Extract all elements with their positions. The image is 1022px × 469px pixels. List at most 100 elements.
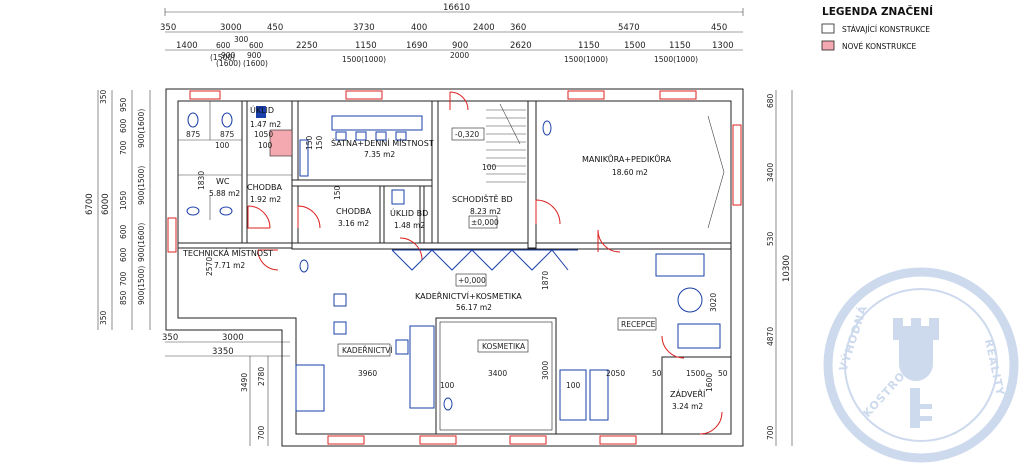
- level-mark: ±0,000: [471, 218, 499, 227]
- dim-label: 450: [267, 23, 283, 33]
- counter-icon: [409, 325, 435, 409]
- dim-label: 450: [711, 23, 727, 33]
- room-label: ŠATNA+DENNÍ MÍSTNOST: [331, 137, 434, 148]
- dim-label: 900(1500): [137, 166, 146, 205]
- dim-label: 700: [119, 140, 128, 155]
- dim-label: 2000: [450, 51, 469, 60]
- dim-label: 850: [119, 290, 128, 305]
- label-kosmetika: KOSMETIKA: [482, 342, 526, 351]
- doors: [247, 91, 723, 435]
- cleaning-sink-icon: [256, 106, 266, 118]
- dim-label: 2780: [257, 367, 266, 386]
- dim-label: (1600): [216, 59, 241, 68]
- legend-item-existing: STÁVAJÍCÍ KONSTRUKCE: [842, 25, 930, 34]
- dim-label: 5470: [618, 23, 640, 33]
- dim-label: 600: [119, 118, 128, 133]
- dim-label: 100: [440, 381, 455, 390]
- room-area: 1.48 m2: [394, 221, 425, 230]
- building-walls: [165, 88, 744, 447]
- dim-label: 50: [652, 369, 662, 378]
- dim-label: 600: [216, 41, 231, 50]
- legend: LEGENDA ZNAČENÍ STÁVAJÍCÍ KONSTRUKCE NOV…: [821, 5, 933, 51]
- chair-icon: [355, 131, 367, 141]
- room-label: CHODBA: [336, 207, 372, 216]
- dim-label: 3000: [220, 23, 242, 33]
- legend-swatch-existing: [821, 23, 835, 34]
- salon-chair-icon: [395, 339, 409, 355]
- dim-label: 1500(1000): [564, 55, 608, 64]
- room-area: 18.60 m2: [612, 168, 648, 177]
- room-labels: ÚKLID 1.47 m2 ŠATNA+DENNÍ MÍSTNOST 7.35 …: [182, 104, 706, 411]
- room-label: ÚKLID: [250, 104, 274, 115]
- cleaning-sink-icon: [391, 189, 405, 205]
- fixtures: [186, 103, 725, 421]
- room-area: 7.71 m2: [214, 261, 245, 270]
- room-area: 1.47 m2: [250, 120, 281, 129]
- dim-label: 400: [411, 23, 427, 33]
- dim-label: (1600): [243, 59, 268, 68]
- dim-label: 3490: [240, 373, 249, 392]
- bottom-left-dimensions: 350 3000 3350 3490 2780 700: [162, 333, 290, 446]
- room-area: 1.92 m2: [250, 195, 281, 204]
- dim-label: 150: [305, 135, 314, 150]
- room-label: SCHODIŠTĚ BD: [452, 193, 513, 204]
- dim-label: 3400: [488, 369, 507, 378]
- right-dimensions: 680 3400 530 4870 10300 700: [766, 90, 793, 446]
- dim-label: 3000: [222, 333, 244, 343]
- dim-label: 300: [234, 35, 249, 44]
- dim-label: 1150: [578, 41, 600, 51]
- level-mark: -0,320: [455, 130, 479, 139]
- dim-label: 1050: [254, 130, 273, 139]
- chair-icon: [375, 131, 387, 141]
- dim-label: 1300: [712, 41, 734, 51]
- sink-icon: [443, 397, 453, 411]
- room-label: CHODBA: [247, 183, 283, 192]
- dim-row1: 350 3000 450 3730 400 2400 360 5470 450: [160, 23, 727, 33]
- room-label: TECHNICKÁ MÍSTNOST: [182, 247, 273, 258]
- dim-label: (1500): [210, 53, 235, 62]
- legend-item-new: NOVÉ KONSTRUKCE: [842, 42, 916, 51]
- room-label: KADEŘNICTVÍ+KOSMETIKA: [415, 290, 522, 301]
- dim-label: 2620: [510, 41, 532, 51]
- dim-label: 680: [766, 93, 775, 108]
- room-label: WC: [216, 177, 230, 186]
- dim-label: 2400: [473, 23, 495, 33]
- room-label: ÚKLID BD: [390, 207, 428, 218]
- dim-label: 6700: [85, 193, 95, 215]
- dim-label: 1500: [624, 41, 646, 51]
- chair-icon: [395, 131, 407, 141]
- left-dimensions: 6700 6000 350 950 600 700 900(1600) 1050…: [85, 89, 151, 330]
- dim-label: 3020: [709, 293, 718, 312]
- locker-icon: [299, 139, 309, 177]
- dim-label: 50: [718, 369, 728, 378]
- sink-icon: [219, 206, 233, 216]
- dim-label: 6000: [101, 193, 111, 215]
- dim-label: 530: [766, 231, 775, 246]
- salon-chair-icon: [333, 293, 347, 307]
- dim-label: 900(1600): [137, 223, 146, 262]
- chair-icon: [335, 131, 347, 141]
- dim-label: 1600: [705, 373, 714, 392]
- dim-label: 100: [215, 141, 230, 150]
- dim-label: 600: [249, 41, 264, 50]
- dim-label: 1500: [686, 369, 705, 378]
- dim-label: 1150: [669, 41, 691, 51]
- table-icon: [331, 115, 423, 131]
- room-label: MANIKŮRA+PEDIKŮRA: [582, 153, 672, 164]
- dim-label: 1050: [119, 191, 128, 210]
- dim-label: 900: [452, 41, 468, 51]
- room-area: 7.35 m2: [364, 150, 395, 159]
- dim-label: 3350: [212, 347, 234, 357]
- dim-label: 350: [99, 310, 108, 325]
- room-area: 3.24 m2: [672, 402, 703, 411]
- dim-row2: 1400 600 300 600 2250 1150 1690 900 2620…: [176, 35, 734, 68]
- inner-dimensions: 875 875 1050 100 100 1830 150 150 150 10…: [186, 130, 728, 392]
- dim-label: 875: [220, 130, 235, 139]
- new-construction-block: [269, 129, 293, 157]
- dim-label: 1150: [355, 41, 377, 51]
- sink-icon: [299, 259, 309, 273]
- room-area: 8.23 m2: [470, 207, 501, 216]
- cabinet-icon: [589, 369, 609, 421]
- dim-label: 100: [566, 381, 581, 390]
